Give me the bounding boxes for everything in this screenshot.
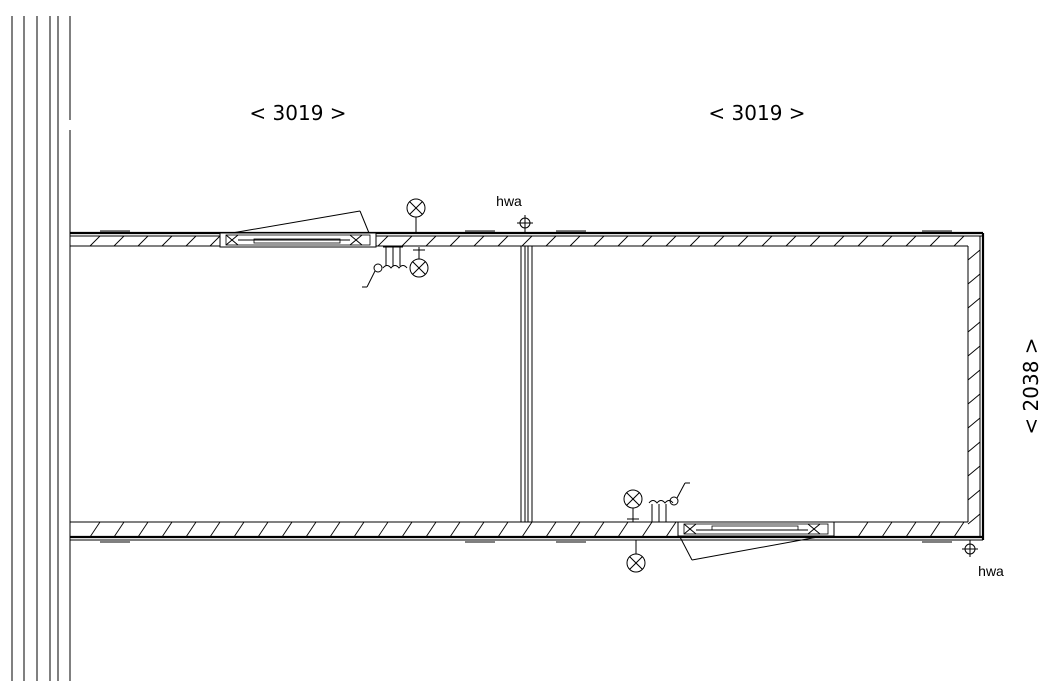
wall-hatch-line — [521, 521, 533, 538]
wall-hatch-line — [929, 521, 941, 538]
wall-hatch-line — [967, 465, 981, 477]
wall-hatch-line — [281, 521, 293, 538]
wall-hatch-line — [401, 235, 413, 247]
wall-hatch-line — [377, 235, 389, 247]
wall-hatch-line — [569, 235, 581, 247]
wall-hatch-line — [137, 521, 149, 538]
wall-hatch-line — [305, 521, 317, 538]
wall-hatch-line — [521, 235, 533, 247]
wall-hatch-line — [473, 235, 485, 247]
wall-hatch-line — [857, 521, 869, 538]
wall-hatch-line — [953, 521, 965, 538]
wall-hatch-line — [233, 521, 245, 538]
wall-hatch-line — [881, 235, 893, 247]
wall-hatch-line — [113, 521, 125, 538]
wall-hatch-line — [473, 521, 485, 538]
wall-hatch-line — [329, 521, 341, 538]
hwa-label-bottom: hwa — [978, 563, 1004, 579]
lamp-icon — [406, 198, 426, 233]
switch-icon — [648, 482, 690, 523]
wall-hatch-line — [761, 235, 773, 247]
wall-hatch-line — [809, 235, 821, 247]
wall-hatch-line — [617, 235, 629, 247]
wall-hatch-line — [833, 235, 845, 247]
wall-hatch-line — [161, 521, 173, 538]
wall-hatch-line — [665, 521, 677, 538]
wall-hatch-line — [967, 273, 981, 285]
bottom-wall — [70, 521, 983, 543]
door-swing-icon — [679, 536, 819, 561]
wall-hatch-line — [967, 417, 981, 429]
wall-hatch-line — [737, 235, 749, 247]
wall-hatch-line — [401, 521, 413, 538]
lamp-icon — [626, 540, 646, 573]
wall-hatch-line — [713, 235, 725, 247]
door-swing-icon — [231, 210, 370, 234]
wall-hatch-line — [967, 393, 981, 405]
partition-wall — [520, 246, 533, 522]
wall-hatch-line — [449, 235, 461, 247]
wall-hatch-line — [967, 249, 981, 261]
wall-hatch-line — [967, 441, 981, 453]
wall-hatch-line — [497, 235, 509, 247]
wall-hatch-line — [857, 235, 869, 247]
wall-hatch-line — [89, 235, 101, 247]
wall-hatch-line — [497, 521, 509, 538]
wall-hatch-line — [617, 521, 629, 538]
wall-hatch-line — [89, 521, 101, 538]
wall-hatch-line — [665, 235, 677, 247]
wall-hatch-line — [569, 521, 581, 538]
wall-hatch-line — [137, 235, 149, 247]
wall-hatch-line — [209, 521, 221, 538]
wall-hatch-line — [641, 235, 653, 247]
wall-hatch-line — [641, 521, 653, 538]
top-window — [219, 232, 377, 248]
wall-hatch-line — [593, 521, 605, 538]
lamp-icon — [409, 247, 429, 278]
wall-hatch-line — [425, 521, 437, 538]
wall-hatch-line — [353, 521, 365, 538]
wall-hatch-line — [967, 297, 981, 309]
wall-hatch-line — [967, 489, 981, 501]
column-lines — [11, 16, 71, 681]
wall-hatch-line — [185, 235, 197, 247]
wall-hatch-line — [905, 235, 917, 247]
wall-hatch-line — [449, 521, 461, 538]
switch-icon — [362, 246, 408, 288]
wall-hatch-line — [377, 521, 389, 538]
wall-hatch-line — [905, 521, 917, 538]
right-wall — [967, 233, 985, 540]
wall-hatch-line — [593, 235, 605, 247]
wall-hatch-line — [425, 235, 437, 247]
top-wall — [70, 230, 983, 247]
wall-hatch-line — [209, 235, 221, 247]
wall-hatch-line — [967, 321, 981, 333]
wall-hatch-line — [113, 235, 125, 247]
dimension-width-right: < 3019 > — [708, 101, 805, 125]
wall-hatch-line — [545, 235, 557, 247]
wall-hatch-line — [785, 235, 797, 247]
dimension-width-left: < 3019 > — [249, 101, 346, 125]
dimension-depth: < 2038 > — [1019, 337, 1043, 434]
wall-hatch-line — [967, 369, 981, 381]
wall-hatch-line — [161, 235, 173, 247]
wall-hatch-line — [929, 235, 941, 247]
wall-hatch-line — [967, 513, 981, 525]
drain-icon — [517, 215, 533, 233]
wall-hatch-line — [881, 521, 893, 538]
wall-hatch-line — [953, 235, 965, 247]
hwa-label-top: hwa — [496, 193, 522, 209]
lamp-icon — [623, 489, 643, 522]
wall-hatch-line — [967, 345, 981, 357]
drain-icon — [962, 540, 978, 557]
wall-hatch-line — [545, 521, 557, 538]
wall-hatch-line — [257, 521, 269, 538]
wall-hatch-line — [689, 235, 701, 247]
bottom-window — [677, 521, 835, 537]
wall-hatch-line — [185, 521, 197, 538]
